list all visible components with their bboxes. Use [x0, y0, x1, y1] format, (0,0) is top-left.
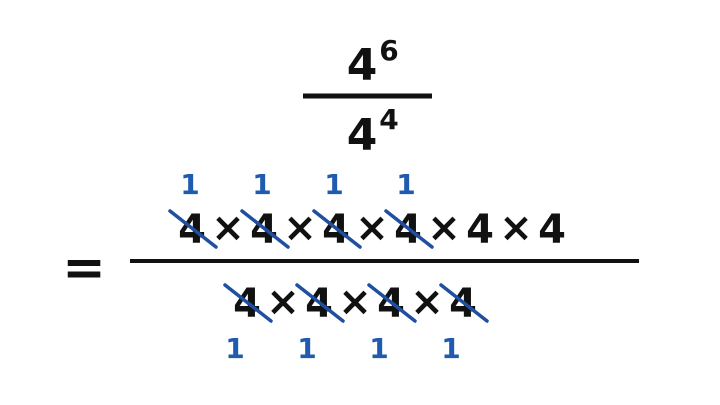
- top-numerator-exponent: 6: [379, 34, 398, 67]
- top-denominator-exponent: 4: [379, 103, 398, 136]
- numerator-factor: 4: [466, 207, 494, 253]
- numerator-cancel-strike: [384, 209, 434, 249]
- denominator-cancel-strike: [223, 283, 273, 323]
- numerator-factor: 4: [538, 207, 566, 253]
- numerator-times-sign: ×: [283, 205, 317, 251]
- denominator-cancel-label: 1: [225, 332, 244, 365]
- numerator-cancel-label: 1: [252, 168, 271, 201]
- numerator-cancel-label: 1: [324, 168, 343, 201]
- denominator-cancel-strike: [439, 283, 489, 323]
- denominator-cancel-label: 1: [441, 332, 460, 365]
- denominator-times-sign: ×: [338, 279, 372, 325]
- denominator-times-sign: ×: [266, 279, 300, 325]
- numerator-cancel-strike: [240, 209, 290, 249]
- denominator-times-sign: ×: [410, 279, 444, 325]
- numerator-times-sign: ×: [427, 205, 461, 251]
- top-numerator-base: 4: [347, 40, 378, 91]
- denominator-cancel-label: 1: [369, 332, 388, 365]
- numerator-cancel-strike: [312, 209, 362, 249]
- numerator-times-sign: ×: [355, 205, 389, 251]
- numerator-row: 4×14×14×14×14×4: [168, 168, 566, 253]
- denominator-row: 4×14×14×141: [223, 279, 489, 365]
- numerator-cancel-strike: [168, 209, 218, 249]
- denominator-cancel-strike: [295, 283, 345, 323]
- numerator-times-sign: ×: [499, 205, 533, 251]
- numerator-cancel-label: 1: [396, 168, 415, 201]
- numerator-times-sign: ×: [211, 205, 245, 251]
- numerator-cancel-label: 1: [180, 168, 199, 201]
- equals-sign: =: [62, 238, 106, 298]
- top-fraction: 4 6 4 4: [303, 34, 432, 161]
- denominator-cancel-label: 1: [297, 332, 316, 365]
- top-denominator-base: 4: [347, 110, 378, 161]
- denominator-cancel-strike: [367, 283, 417, 323]
